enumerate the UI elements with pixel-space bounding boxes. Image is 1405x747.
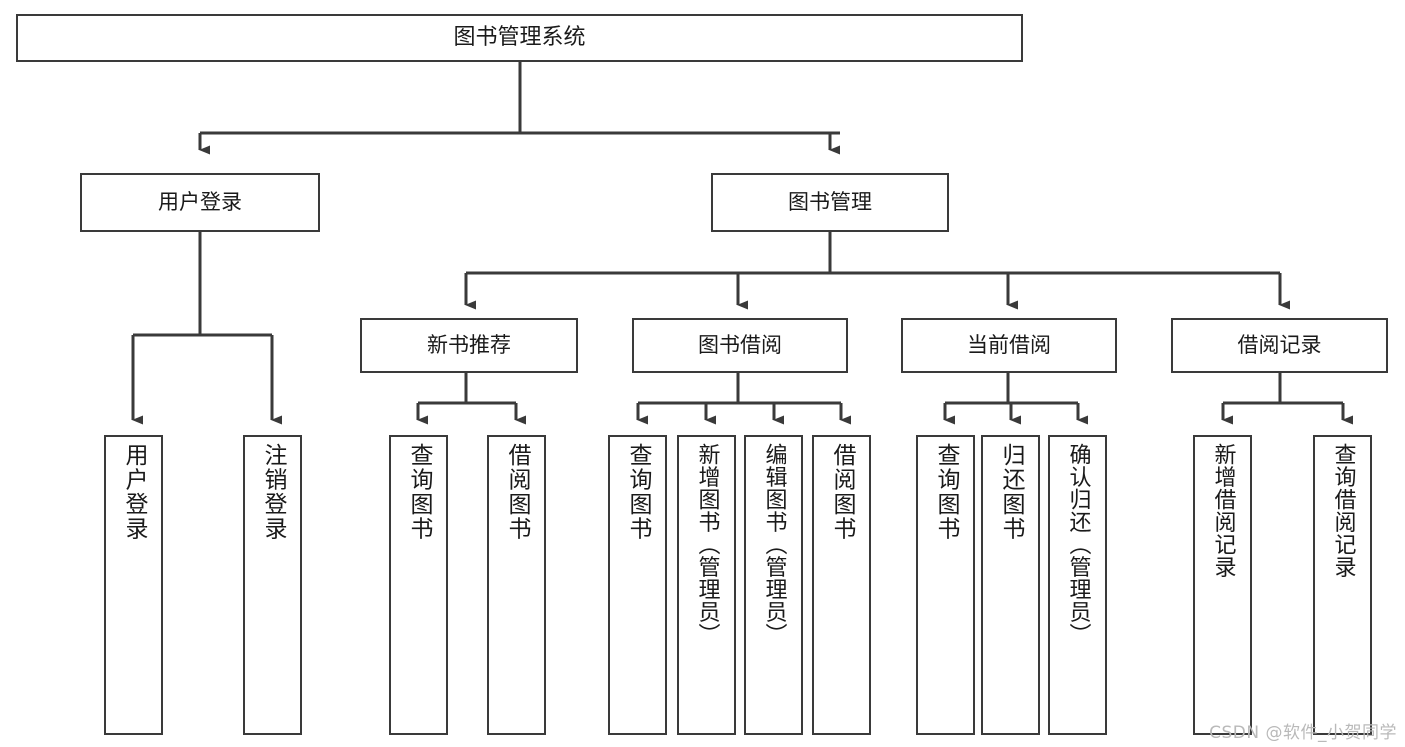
node-leaf-add-record-label: 新增借阅记录 xyxy=(1210,443,1236,578)
node-leaf-logout-login-label: 注销登录 xyxy=(260,443,286,541)
node-leaf-borrow-book-1-label: 借阅图书 xyxy=(504,443,530,541)
node-leaf-user-login-label: 用户登录 xyxy=(121,443,147,541)
node-new-book-recommend[interactable]: 新书推荐 xyxy=(360,318,578,373)
node-leaf-borrow-book-2-label: 借阅图书 xyxy=(829,443,855,541)
node-leaf-borrow-book-1[interactable]: 借阅图书 xyxy=(487,435,546,735)
node-book-borrow-label: 图书借阅 xyxy=(698,333,782,358)
node-leaf-return-book-label: 归还图书 xyxy=(998,443,1024,541)
csdn-watermark: CSDN @软件_小贺同学 xyxy=(1209,723,1397,743)
node-leaf-query-record[interactable]: 查询借阅记录 xyxy=(1313,435,1372,735)
node-leaf-logout-login[interactable]: 注销登录 xyxy=(243,435,302,735)
node-new-book-recommend-label: 新书推荐 xyxy=(427,333,511,358)
node-leaf-query-book-2[interactable]: 查询图书 xyxy=(608,435,667,735)
node-leaf-query-book-1[interactable]: 查询图书 xyxy=(389,435,448,735)
node-root-label: 图书管理系统 xyxy=(453,25,586,51)
node-leaf-borrow-book-2[interactable]: 借阅图书 xyxy=(812,435,871,735)
node-leaf-query-book-3[interactable]: 查询图书 xyxy=(916,435,975,735)
node-root[interactable]: 图书管理系统 xyxy=(16,14,1023,62)
node-leaf-query-book-1-label: 查询图书 xyxy=(406,443,432,541)
node-borrow-record[interactable]: 借阅记录 xyxy=(1171,318,1388,373)
node-leaf-query-book-2-label: 查询图书 xyxy=(625,443,651,541)
node-current-borrow[interactable]: 当前借阅 xyxy=(901,318,1117,373)
node-book-manage-label: 图书管理 xyxy=(788,190,872,215)
node-leaf-add-record[interactable]: 新增借阅记录 xyxy=(1193,435,1252,735)
node-leaf-query-book-3-label: 查询图书 xyxy=(933,443,959,541)
node-leaf-edit-book-label: 编辑图书（管理员） xyxy=(761,443,787,646)
node-leaf-add-book-label: 新增图书（管理员） xyxy=(694,443,720,646)
node-book-borrow[interactable]: 图书借阅 xyxy=(632,318,848,373)
node-leaf-user-login[interactable]: 用户登录 xyxy=(104,435,163,735)
node-user-login[interactable]: 用户登录 xyxy=(80,173,320,232)
node-user-login-label: 用户登录 xyxy=(158,190,242,215)
node-book-manage[interactable]: 图书管理 xyxy=(711,173,949,232)
node-leaf-query-record-label: 查询借阅记录 xyxy=(1330,443,1356,578)
node-leaf-confirm-return[interactable]: 确认归还（管理员） xyxy=(1048,435,1107,735)
node-leaf-edit-book[interactable]: 编辑图书（管理员） xyxy=(744,435,803,735)
node-current-borrow-label: 当前借阅 xyxy=(967,333,1051,358)
node-leaf-return-book[interactable]: 归还图书 xyxy=(981,435,1040,735)
node-borrow-record-label: 借阅记录 xyxy=(1237,333,1322,358)
node-leaf-add-book[interactable]: 新增图书（管理员） xyxy=(677,435,736,735)
node-leaf-confirm-return-label: 确认归还（管理员） xyxy=(1065,443,1091,646)
